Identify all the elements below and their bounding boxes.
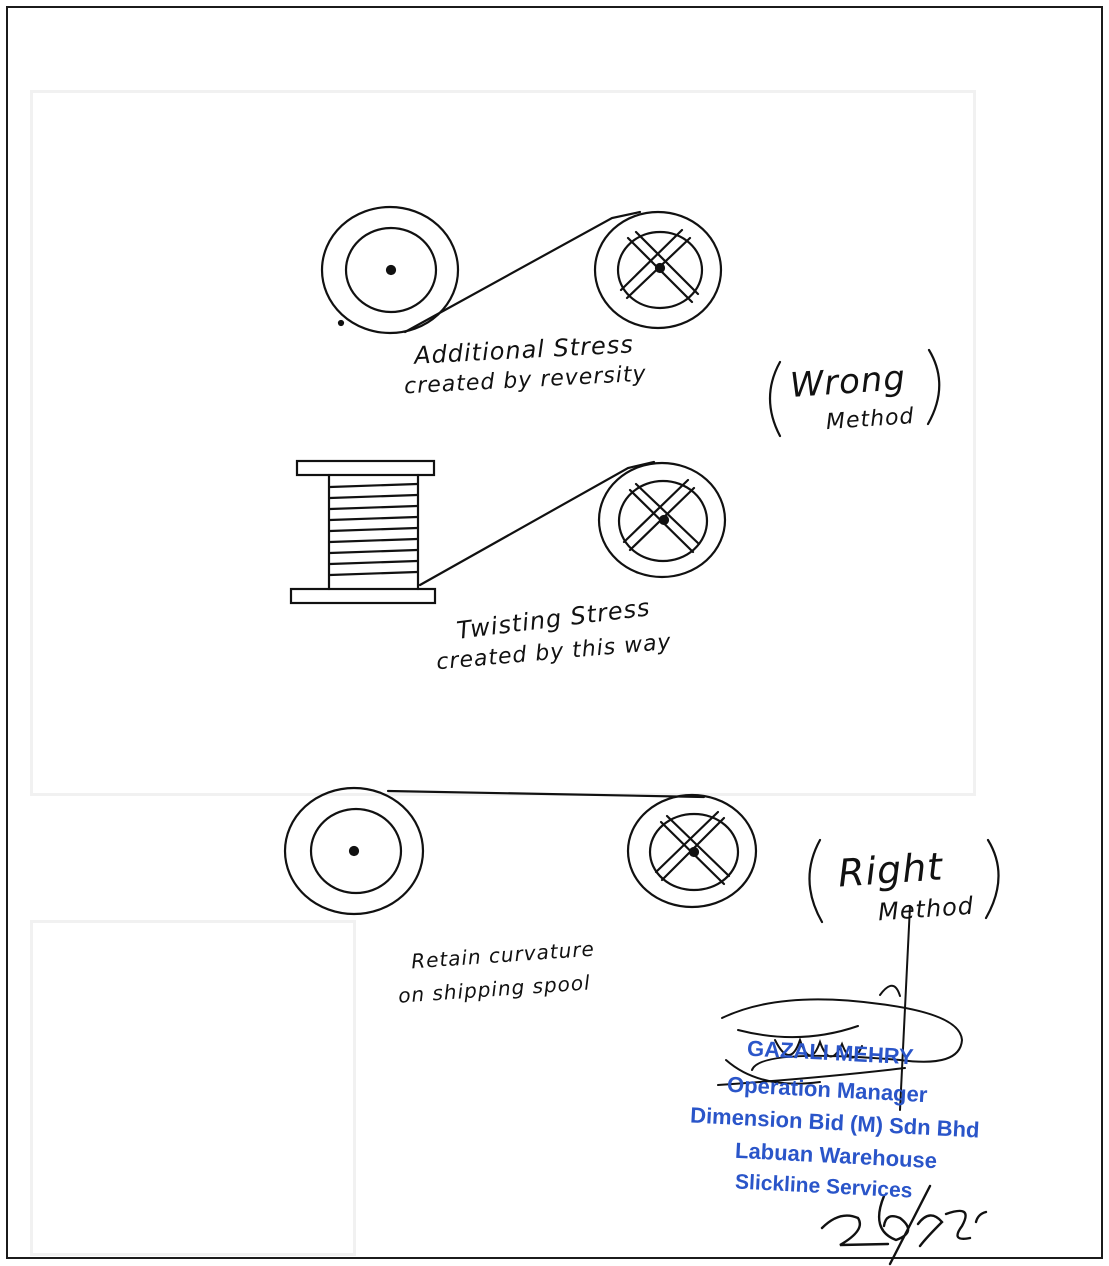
- label-wrong: Wrong: [789, 358, 907, 406]
- cable-line: [388, 791, 704, 797]
- diagram-wrong-twisting: [291, 461, 725, 603]
- diagram-wrong-reverse-bend: [322, 207, 721, 333]
- label-right: Right: [837, 844, 945, 895]
- spool-bottom-flange: [291, 589, 435, 603]
- paren-wrong-left: [770, 362, 780, 436]
- spool-windings: [330, 484, 417, 575]
- diagram-right-method: [285, 788, 756, 914]
- source-reel-hub: [387, 266, 395, 274]
- paren-wrong-right: [928, 350, 939, 424]
- spool-top-flange: [297, 461, 434, 475]
- paren-right-right: [986, 840, 999, 918]
- paren-right-left: [809, 840, 822, 922]
